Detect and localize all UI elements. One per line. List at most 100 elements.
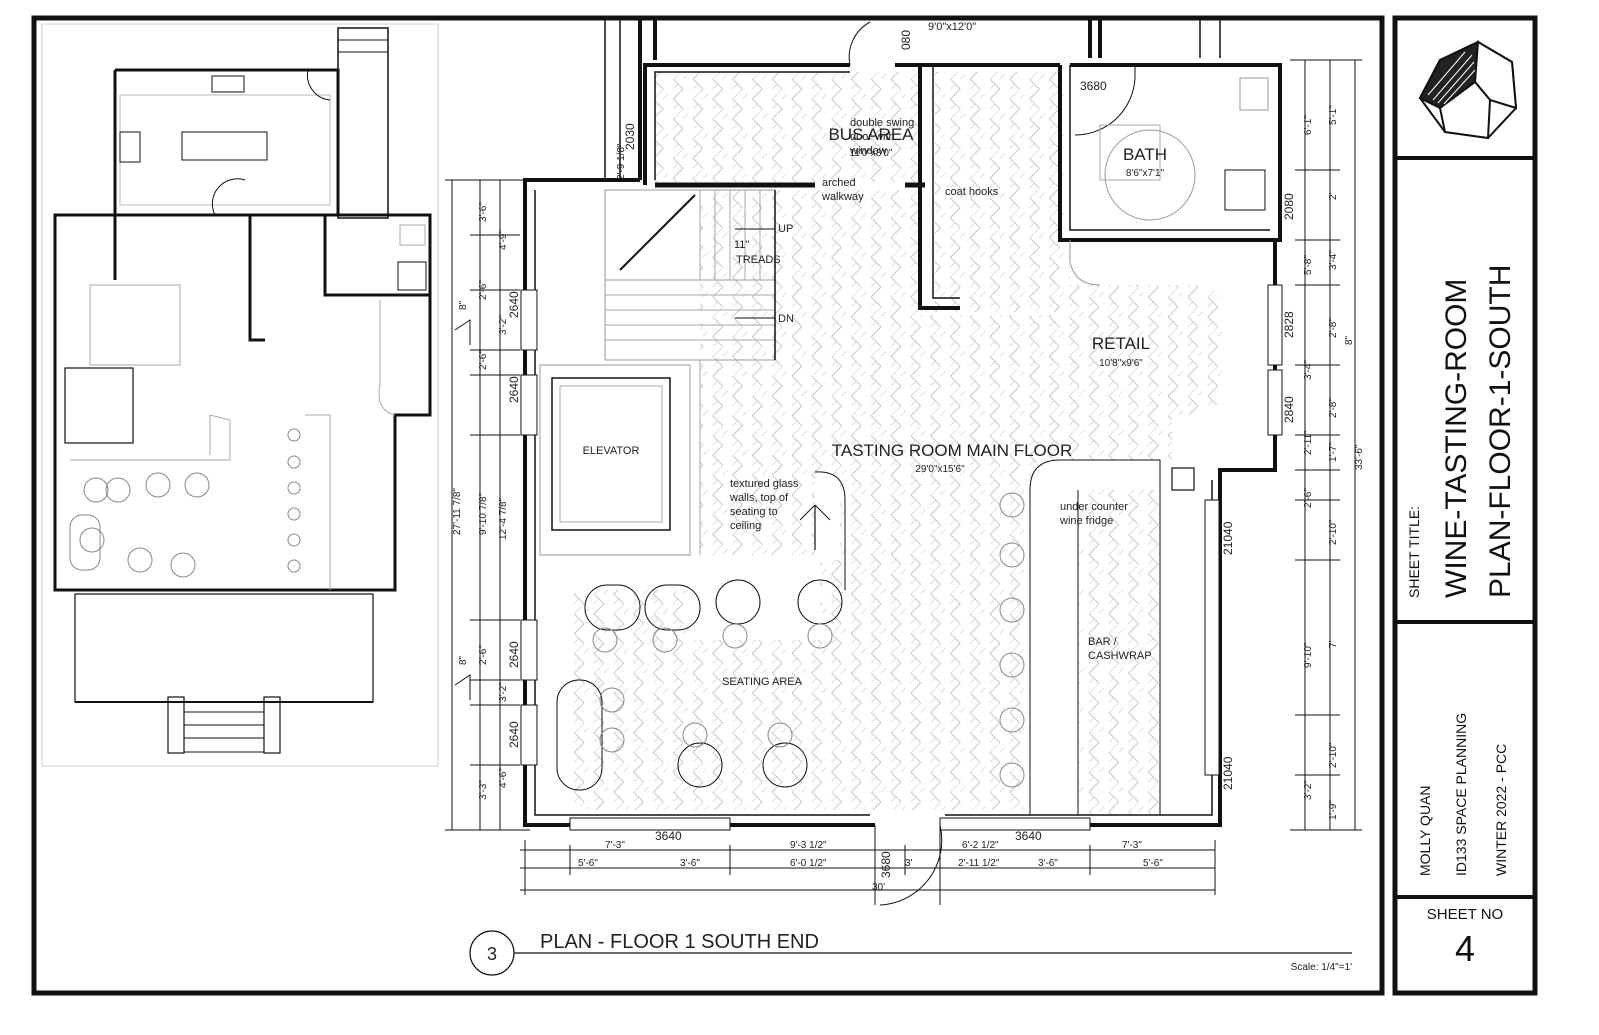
note-double-swing-2: door with (850, 131, 895, 143)
dim-bottom-a: 7'-3" (605, 840, 625, 851)
dim-left-outer: 27'-11 7/8" (452, 488, 463, 535)
note-fridge-1: under counter (1060, 501, 1128, 513)
dim-left-i: 3'-2" (498, 682, 509, 702)
sheet-title-label: SHEET TITLE: (1406, 505, 1422, 598)
tag-window-left-3: 2640 (507, 641, 521, 668)
dim-bottom-d: 7'-3" (1122, 840, 1142, 851)
dim-bottom-e: 5'-6" (578, 858, 598, 869)
dim-left-8a: 8" (458, 300, 469, 310)
dim-right-8: 8" (1344, 335, 1355, 345)
dim-bottom-c: 6'-2 1/2" (962, 840, 999, 851)
tag-window-left-4: 2640 (507, 721, 521, 748)
dim-left-k: 3'-3" (478, 780, 489, 800)
elevator-label: ELEVATOR (583, 445, 640, 457)
tag-top-opening: 9'0"x12'0" (928, 21, 976, 33)
dim-right-j: 1'-7" (1328, 442, 1339, 462)
retail-label: RETAIL (1092, 334, 1150, 353)
tag-window-right-3: 21040 (1221, 521, 1235, 555)
dodecahedron-logo-icon (1418, 40, 1518, 140)
note-up: UP (778, 223, 793, 235)
dim-bottom-i: 2'-11 1/2" (958, 858, 1000, 869)
tag-top-opening-code: 080 (899, 30, 913, 50)
tag-window-right-2: 2840 (1282, 396, 1296, 423)
dim-right-a: 6'-1" (1303, 115, 1314, 135)
dim-left-h: 2'-6" (478, 645, 489, 665)
dim-bottom-b: 9'-3 1/2" (790, 840, 827, 851)
tag-door-bus: 2030 (623, 123, 637, 150)
dim-bottom-k: 5'-6" (1143, 858, 1163, 869)
tag-window-left-2: 2640 (507, 376, 521, 403)
drawing-scale: Scale: 1/4"=1' (1291, 962, 1352, 973)
dim-left-g: 2'-6" (478, 350, 489, 370)
note-fridge-2: wine fridge (1059, 515, 1113, 527)
dim-right-k: 2'-6" (1303, 488, 1314, 508)
tag-window-right-4: 21040 (1221, 756, 1235, 790)
key-plan (41, 23, 439, 767)
dim-right-c: 2' (1328, 192, 1339, 200)
tag-window-bottom-1: 3640 (655, 829, 682, 843)
sheet-title-line1: WINE-TASTING-ROOM (1440, 278, 1473, 598)
sheet-no-label: SHEET NO (1426, 906, 1504, 923)
sheet-title-line2: PLAN-FLOOR-1-SOUTH (1484, 264, 1517, 598)
dim-left-b: 12'-4 7/8" (498, 497, 509, 540)
drawing-number: 3 (487, 944, 497, 964)
dim-right-e: 3'-4" (1328, 250, 1339, 270)
note-glass-3: seating to (730, 506, 778, 518)
dim-right-b: 5'-1" (1328, 105, 1339, 125)
dim-right-i: 2'-11" (1303, 430, 1314, 455)
dim-left-c: 3'-6" (478, 202, 489, 222)
note-arched-2: walkway (821, 191, 864, 203)
drawing-frame (31, 15, 1385, 996)
term-name: WINTER 2022 - PCC (1493, 743, 1509, 876)
seating-area-label: SEATING AREA (722, 676, 803, 688)
note-double-swing-3: window (849, 145, 887, 157)
tag-window-bottom-2: 3640 (1015, 829, 1042, 843)
note-double-swing-1: double swing (850, 117, 914, 129)
bar-label-2: CASHWRAP (1088, 650, 1152, 662)
bus-area-dim: 11'0"x8'0" (850, 148, 893, 159)
note-glass-1: textured glass (730, 478, 799, 490)
course-name: ID133 SPACE PLANNING (1453, 712, 1469, 876)
main-floor-dim: 29'0"x15'6" (915, 464, 965, 475)
tag-door-bath: 2080 (1282, 193, 1296, 220)
tag-door-bath-top: 3680 (1080, 79, 1107, 93)
dim-bottom-h: 3' (905, 858, 913, 869)
bath-label: BATH (1123, 145, 1167, 164)
author-name: MOLLY QUAN (1417, 785, 1433, 876)
tag-door-entry: 3680 (879, 851, 893, 878)
tag-window-left-1: 2640 (507, 291, 521, 318)
dim-left-j: 4'-6" (498, 768, 509, 788)
dim-right-d: 5'-8" (1303, 255, 1314, 275)
dim-bottom-f: 3'-6" (680, 858, 700, 869)
tag-dim-30: 30' (872, 882, 885, 893)
note-coat-hooks: coat hooks (945, 186, 999, 198)
dim-right-g: 3'-4" (1303, 360, 1314, 380)
dim-left-d: 4'-9" (498, 230, 509, 250)
bus-area-label: BUS AREA (828, 125, 914, 144)
dim-bottom-g: 6'-0 1/2" (790, 858, 827, 869)
tag-window-right-1: 2828 (1282, 311, 1296, 338)
dim-left-8b: 8" (458, 655, 469, 665)
main-floor-label: TASTING ROOM MAIN FLOOR (832, 441, 1073, 460)
dim-right-p: 3'-2" (1303, 780, 1314, 800)
sheet-number: 4 (1454, 928, 1476, 969)
note-treads-2: TREADS (736, 254, 781, 266)
dim-right-h: 2'-8" (1328, 398, 1339, 418)
titleblock-frame (1392, 15, 1538, 996)
dim-right-f: 2'-8" (1328, 318, 1339, 338)
note-glass-2: walls, top of (729, 492, 789, 504)
note-dn: DN (778, 313, 794, 325)
retail-dim: 10'8"x9'6" (1099, 358, 1143, 369)
dim-right-l: 2'-10" (1328, 519, 1339, 545)
drawing-title: PLAN - FLOOR 1 SOUTH END (540, 931, 819, 953)
note-treads-1: 11" (734, 239, 749, 251)
dim-left-top: 2'-9 1/8" (616, 143, 627, 180)
dim-right-o: 2'-10" (1328, 742, 1339, 768)
dim-right-outer: 33'-6" (1354, 444, 1365, 470)
dim-left-e: 2'-6" (478, 280, 489, 300)
note-arched-1: arched (822, 177, 856, 189)
main-floor-plan: BUS AREA 11'0"x8'0" BATH 8'6"x7'1" RETAI… (445, 20, 1365, 976)
dim-left-f: 3'-2" (498, 315, 509, 335)
dim-left-a: 9'-10 7/8" (478, 492, 489, 535)
